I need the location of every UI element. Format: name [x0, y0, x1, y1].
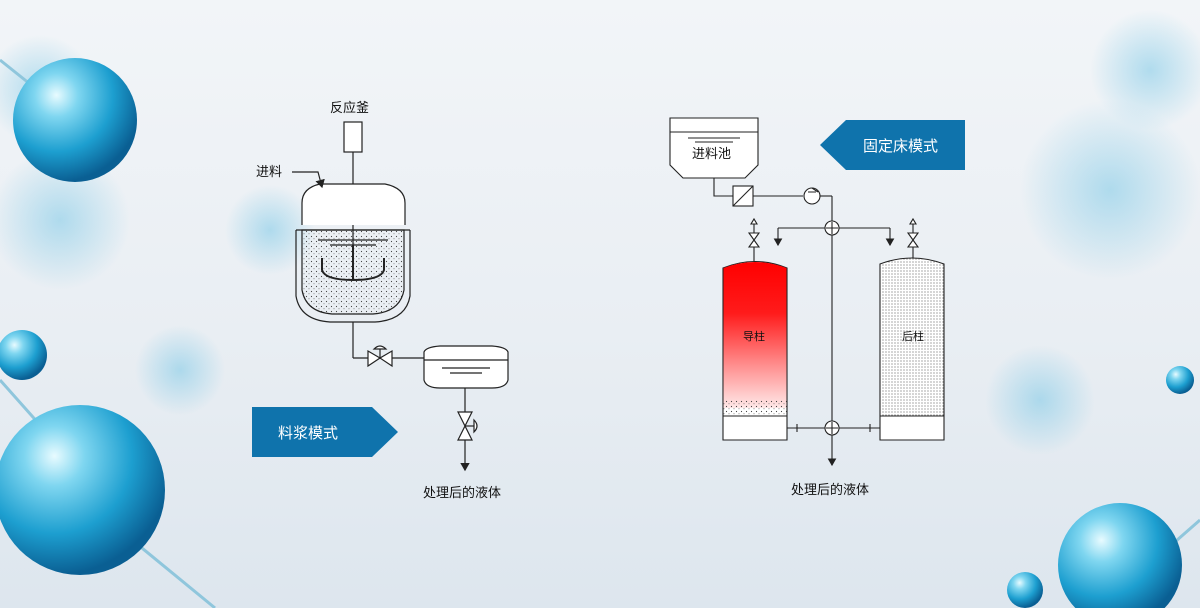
fixed-bed-mode-label: 固定床模式 [863, 137, 938, 155]
bubble [13, 58, 137, 182]
valve [367, 345, 393, 368]
bubble [1166, 366, 1194, 394]
background-bubbles [0, 10, 1200, 608]
lag-column-label: 后柱 [902, 329, 924, 343]
feed-tank [669, 117, 759, 179]
lag-column [879, 257, 945, 441]
fixed-bed-mode-badge: 固定床模式 [820, 120, 965, 170]
feed-tank-label: 进料池 [692, 147, 731, 162]
lead-column-label: 导柱 [743, 329, 765, 343]
fixed-bed-output-label: 处理后的液体 [791, 482, 869, 498]
feed-arrow [292, 171, 325, 189]
drain-valve [457, 411, 478, 441]
bubble [1007, 572, 1043, 608]
slurry-mode-label: 料浆模式 [278, 424, 338, 442]
vent-valve-right [906, 217, 920, 262]
reactor-label: 反应釜 [330, 100, 369, 116]
slurry-output-label: 处理后的液体 [423, 485, 501, 501]
bubble [0, 405, 165, 575]
reactor-motor [343, 121, 363, 153]
fixed-bed-diagram [669, 117, 945, 467]
feed-label: 进料 [256, 165, 282, 180]
pump-icon [803, 187, 821, 205]
slurry-mode-diagram [292, 121, 509, 472]
slurry-mode-badge: 料浆模式 [252, 407, 398, 457]
reactor-lid [301, 183, 406, 225]
bubble [0, 330, 47, 380]
receiving-tank [423, 345, 509, 389]
lead-column [722, 261, 788, 441]
bubble [1058, 503, 1182, 608]
vent-valve-left [747, 217, 761, 262]
